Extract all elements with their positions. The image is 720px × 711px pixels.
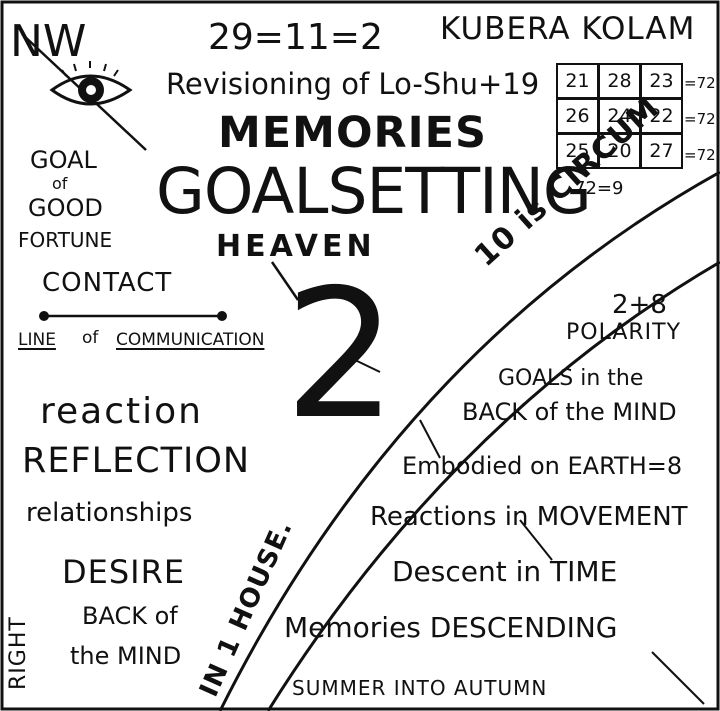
two-plus-eight: 2+8 [612,290,667,320]
eye-icon [49,61,133,106]
arc-inner [266,260,720,711]
contact-label: CONTACT [42,268,173,298]
descent-in-time-text: Descent in TIME [392,555,618,588]
goals-in-the-text: GOALS in the [498,366,644,391]
row-sum: =72 [684,146,716,164]
communication-dot-right [217,311,227,321]
arrow-line-3 [519,519,553,561]
of-label: of [52,174,68,193]
the-mind-word: the MIND [70,642,182,670]
reflection-word: REFLECTION [22,441,251,481]
back-of-word: BACK of [82,602,178,630]
arc-outer [218,170,720,711]
kubera-kolam-grid: 21 28 23 26 24 22 25 20 27 [556,63,683,169]
equation-text: 29=11=2 [208,17,383,58]
reaction-word: reaction [40,391,203,432]
fortune-label: FORTUNE [18,228,113,252]
heaven-leader-line [270,261,300,301]
goalsetting-title: GOALSETTING [156,155,592,228]
arrow-line-2 [419,419,441,459]
revisioning-text: Revisioning of Lo-Shu+19 [166,67,540,101]
good-label: GOOD [28,194,103,222]
back-of-the-mind-text: BACK of the MIND [462,398,677,426]
arrow-line-4 [651,651,705,705]
kolam-cell: 21 [556,63,599,99]
communication-dot-left [39,311,49,321]
of-communication-label: of [82,328,99,348]
embodied-on-earth-text: Embodied on EARTH=8 [402,452,683,480]
number-two: 2 [284,251,398,458]
kolam-cell: 26 [556,98,599,134]
nw-diagonal-line [21,33,147,151]
kubera-kolam-title: KUBERA KOLAM [440,11,696,47]
kolam-cell: 28 [598,63,641,99]
polarity-word: POLARITY [566,320,682,345]
kolam-cell: 27 [640,133,683,169]
memories-descending-text: Memories DESCENDING [284,611,618,644]
desire-word: DESIRE [62,553,186,591]
corner-label-nw: NW [10,16,87,67]
relationships-word: relationships [26,498,193,528]
kolam-reduction: 72=9 [574,178,624,199]
line-label: LINE [18,330,56,350]
row-sum: =72 [684,110,716,128]
reactions-in-movement-text: Reactions in MOVEMENT [370,502,688,532]
goal-label: GOAL [30,146,97,174]
memories-title: MEMORIES [218,108,487,158]
row-sum: =72 [684,74,716,92]
summer-into-autumn-text: SUMMER INTO AUTUMN [292,676,548,700]
right-side-label: RIGHT [6,616,31,690]
communication-label: COMMUNICATION [116,330,265,350]
arrow-line-1 [354,359,381,373]
heaven-title: HEAVEN [216,229,376,264]
